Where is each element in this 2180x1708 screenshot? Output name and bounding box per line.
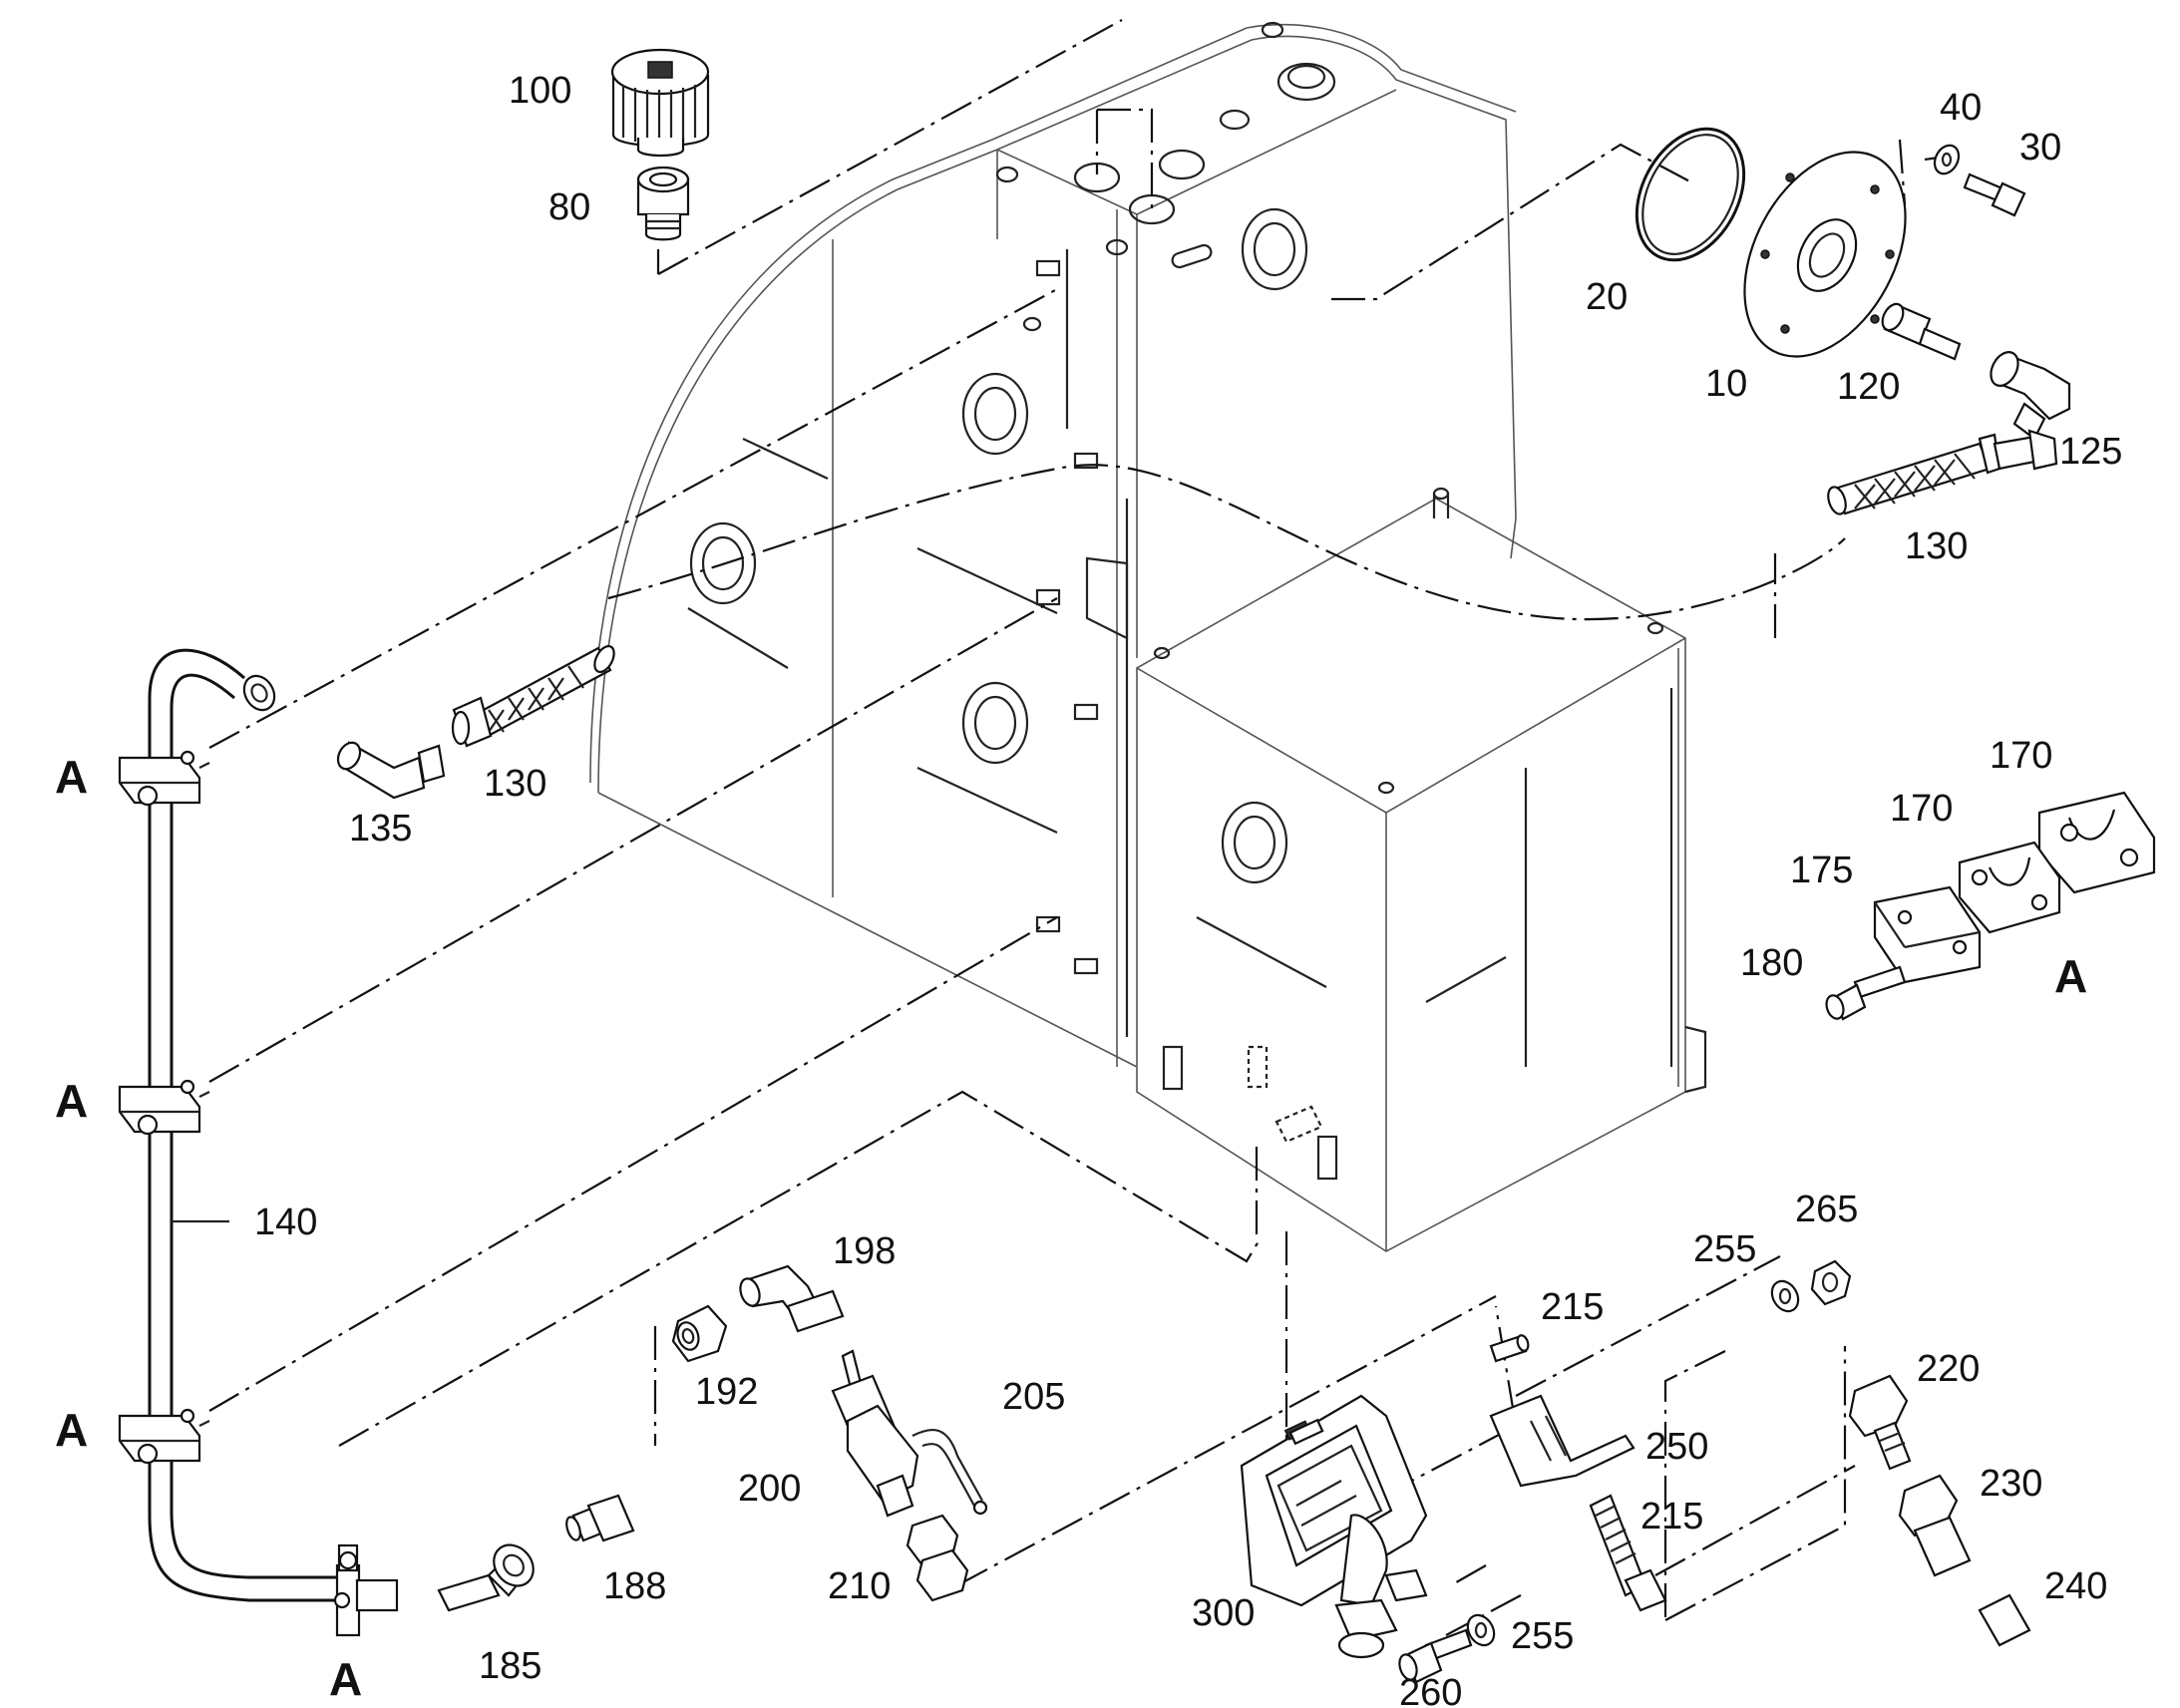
label-185: 185 [479, 1645, 542, 1687]
elbow-125 [1990, 351, 2071, 441]
label-140: 140 [254, 1201, 317, 1243]
detail-a-label-middle: A [55, 1075, 88, 1127]
elbow-198 [739, 1264, 845, 1333]
leader-lines [208, 19, 1961, 1636]
cap-240 [1978, 1593, 2031, 1647]
nut-210 [906, 1514, 969, 1602]
wire-205 [911, 1428, 988, 1516]
fitting-220 [1848, 1374, 1912, 1471]
label-180: 180 [1740, 942, 1803, 984]
bolt-30 [1963, 172, 2026, 217]
sight-tube-140 [148, 648, 344, 1602]
label-10: 10 [1705, 363, 1747, 405]
label-240: 240 [2044, 1565, 2107, 1607]
label-215-lower: 215 [1640, 1496, 1703, 1537]
washer-40 [1933, 144, 1961, 175]
sensor-230 [1898, 1474, 1972, 1577]
flange-10 [1743, 151, 1907, 358]
hose-130-upper [1827, 429, 2058, 515]
detail-a-labels: A A A A A [55, 751, 2087, 1705]
adapter-80 [636, 166, 690, 241]
label-170-upper: 170 [1990, 735, 2052, 777]
detail-a-label-valve: A [329, 1653, 362, 1705]
label-135: 135 [349, 808, 412, 850]
label-40: 40 [1940, 87, 1982, 129]
pump-unit-300 [1240, 1394, 1428, 1659]
elbow-135 [336, 741, 446, 800]
nut-265 [1810, 1259, 1852, 1306]
label-192: 192 [695, 1371, 758, 1413]
cap-100 [610, 48, 710, 158]
stud-215-upper [1489, 1334, 1530, 1363]
clamp-a-bottom [118, 1408, 210, 1465]
label-220: 220 [1917, 1348, 1980, 1390]
adapter-188 [565, 1494, 635, 1542]
label-215-upper: 215 [1541, 1286, 1604, 1328]
clamp-half-170-rear [2037, 791, 2156, 894]
label-210: 210 [828, 1565, 891, 1607]
bolt-260 [1398, 1628, 1473, 1684]
label-30: 30 [2019, 127, 2061, 169]
tank-mount-markers [1247, 1045, 1323, 1144]
label-188: 188 [603, 1565, 666, 1607]
label-175: 175 [1790, 850, 1853, 891]
label-300: 300 [1192, 1592, 1255, 1634]
label-125: 125 [2059, 431, 2122, 473]
detail-a-label-bottom: A [55, 1404, 88, 1456]
detail-a-label-clamp: A [2054, 950, 2087, 1002]
plate-175 [1873, 885, 1982, 984]
stud-215-lower [1589, 1494, 1667, 1612]
nut-192 [671, 1304, 728, 1363]
label-250: 250 [1645, 1426, 1708, 1468]
label-20: 20 [1586, 276, 1628, 318]
label-255-lower: 255 [1511, 1615, 1574, 1657]
filter-200 [831, 1349, 919, 1518]
clamp-a-middle [118, 1079, 210, 1136]
label-170-lower: 170 [1890, 788, 1953, 830]
clamp-a-valve [333, 1543, 399, 1637]
clamp-a-top [118, 750, 210, 807]
label-198: 198 [833, 1230, 896, 1272]
bracket-250 [1489, 1394, 1635, 1488]
washer-255-lower [1466, 1613, 1496, 1647]
label-265: 265 [1795, 1189, 1858, 1230]
fitting-120 [1881, 302, 1962, 361]
label-130-lower: 130 [484, 763, 546, 805]
main-tank [589, 21, 1517, 1068]
bolt-180 [1825, 965, 1907, 1021]
label-200: 200 [738, 1468, 801, 1510]
label-260: 260 [1399, 1672, 1462, 1708]
label-130-upper: 130 [1905, 525, 1968, 567]
label-255-upper: 255 [1693, 1228, 1756, 1270]
hose-130-lower [451, 644, 615, 748]
front-tank [1136, 487, 1707, 1252]
label-80: 80 [548, 186, 590, 228]
o-ring-20 [1635, 127, 1746, 262]
label-100: 100 [509, 70, 571, 112]
label-230: 230 [1980, 1463, 2042, 1505]
hose-nipple-185 [437, 1543, 535, 1612]
clamp-half-170-front [1958, 841, 2061, 934]
detail-a-label-top: A [55, 751, 88, 803]
label-120: 120 [1837, 366, 1900, 408]
washer-255-upper [1770, 1279, 1800, 1313]
part-labels: 100 80 40 30 20 10 120 125 130 130 135 1… [254, 70, 2122, 1708]
label-205: 205 [1002, 1376, 1065, 1418]
